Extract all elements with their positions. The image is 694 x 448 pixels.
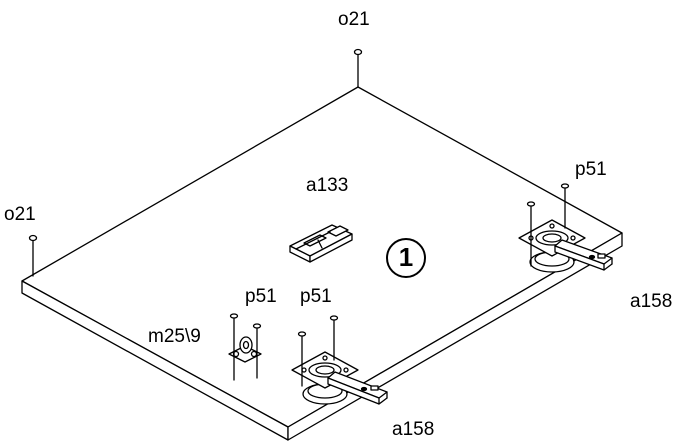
hinge-right	[518, 219, 613, 273]
screws-right	[526, 183, 570, 267]
connector-m25	[228, 336, 262, 363]
label-connector: m25\9	[148, 326, 201, 347]
label-screw-left-a: p51	[245, 286, 277, 307]
label-screw-left-b: p51	[300, 286, 332, 307]
bracket-a133	[289, 224, 353, 263]
dowel-left	[28, 234, 38, 277]
label-dowel-top: o21	[338, 9, 370, 30]
label-bracket: a133	[306, 175, 349, 196]
label-hinge-front: a158	[392, 419, 435, 440]
label-hinge-right: a158	[630, 291, 673, 312]
label-dowel-left: o21	[4, 204, 36, 225]
step-number-badge: 1	[386, 238, 426, 278]
dowel-top	[353, 48, 363, 88]
hinge-front	[291, 351, 388, 405]
label-screw-right: p51	[575, 159, 607, 180]
screws-front	[297, 315, 339, 387]
screws-connector	[229, 313, 262, 381]
